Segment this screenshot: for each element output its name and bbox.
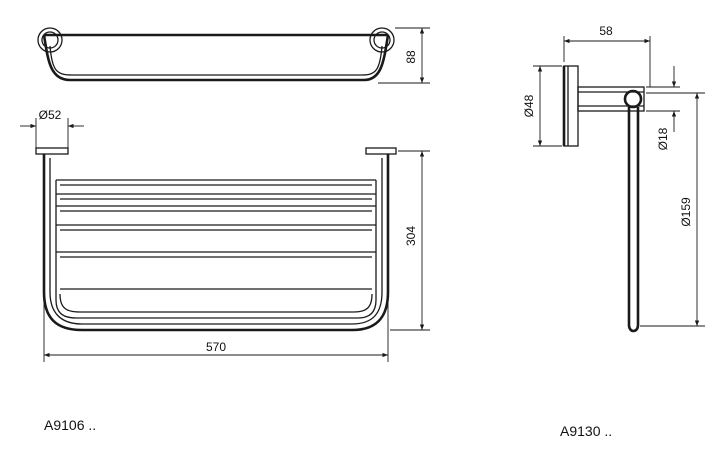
dim-18: Ø18 xyxy=(646,66,680,150)
dim-52: Ø52 xyxy=(20,108,84,148)
dim-58-label: 58 xyxy=(599,24,613,38)
dim-48: Ø48 xyxy=(522,65,562,147)
dim-52-label: Ø52 xyxy=(39,108,62,122)
dim-18-label: Ø18 xyxy=(656,127,670,150)
dim-570-label: 570 xyxy=(206,340,226,354)
a9130-side-view xyxy=(562,65,645,333)
model-code-a9130: A9130 .. xyxy=(560,423,613,439)
model-code-a9106: A9106 .. xyxy=(44,417,97,433)
dim-58: 58 xyxy=(563,24,651,87)
dim-159: Ø159 xyxy=(640,92,705,327)
a9106-front-view xyxy=(35,147,397,332)
a9106-top-view xyxy=(37,27,395,82)
dim-88-label: 88 xyxy=(404,50,418,64)
dim-48-label: Ø48 xyxy=(522,94,536,117)
dim-570: 570 xyxy=(43,300,389,362)
dim-159-label: Ø159 xyxy=(679,197,693,227)
dim-304: 304 xyxy=(390,150,430,331)
dim-304-label: 304 xyxy=(404,226,418,246)
dim-88: 88 xyxy=(378,27,430,84)
